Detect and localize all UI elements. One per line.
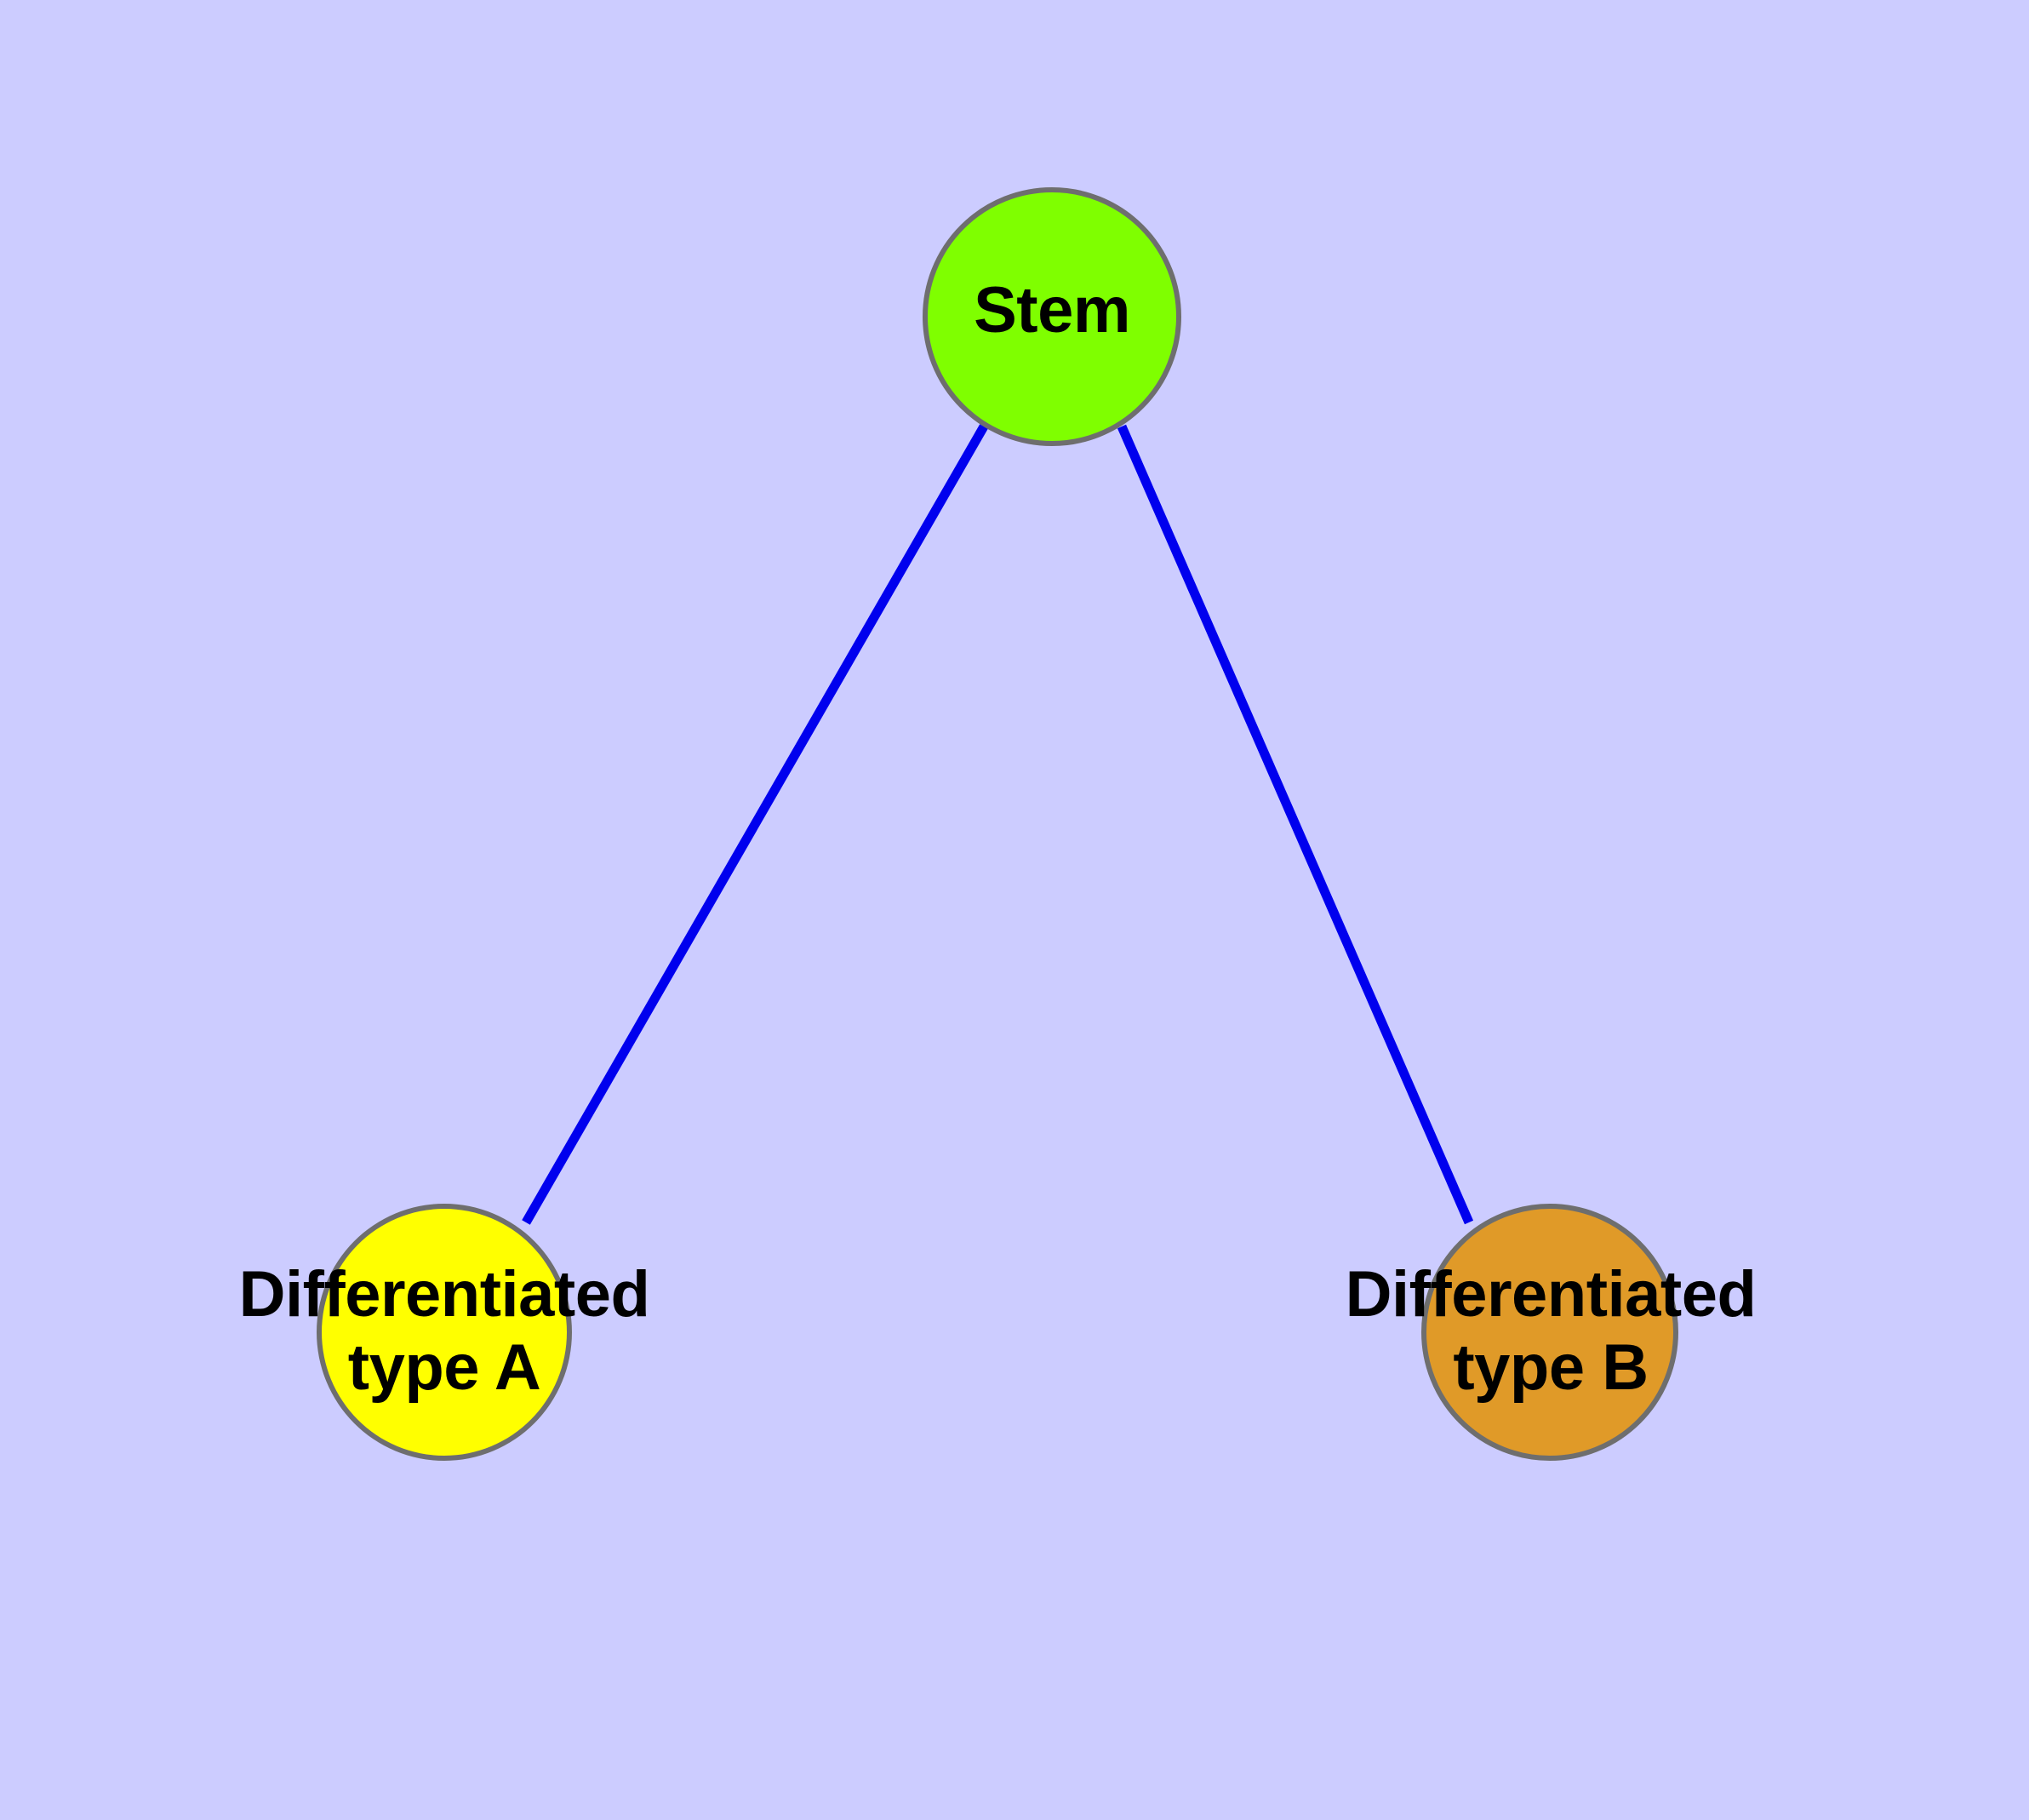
edge-stem-to-diff-a bbox=[522, 424, 988, 1225]
edge-stem-to-diff-b bbox=[1117, 424, 1474, 1225]
node-stem-label: Stem bbox=[974, 274, 1130, 346]
node-stem[interactable] bbox=[923, 187, 1181, 446]
node-differentiated-type-a[interactable] bbox=[317, 1204, 572, 1461]
node-differentiated-type-a-label: Differentiated type A bbox=[238, 1258, 650, 1404]
node-differentiated-type-b-label: Differentiated type B bbox=[1345, 1258, 1757, 1404]
node-differentiated-type-b[interactable] bbox=[1421, 1204, 1678, 1461]
